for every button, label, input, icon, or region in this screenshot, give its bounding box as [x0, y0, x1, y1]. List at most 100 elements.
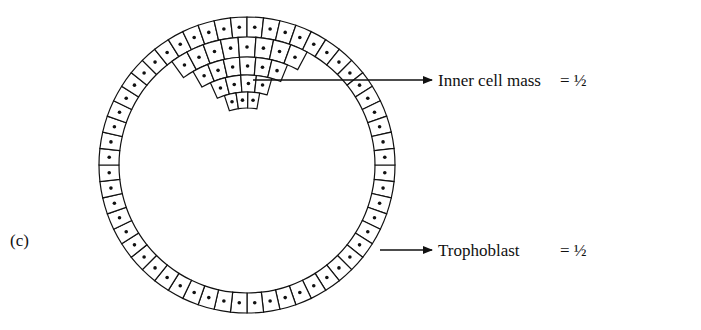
nucleus — [348, 71, 352, 75]
nucleus — [373, 216, 377, 220]
nucleus — [348, 255, 352, 259]
nucleus — [366, 230, 370, 234]
nucleus — [118, 216, 122, 220]
cell — [225, 75, 242, 94]
nucleus — [202, 74, 206, 78]
nucleus — [142, 71, 146, 75]
nucleus — [358, 243, 362, 247]
nucleus — [153, 266, 157, 270]
label-text: Inner cell mass — [438, 72, 541, 89]
nucleus — [118, 110, 122, 114]
nucleus — [107, 171, 111, 175]
nucleus — [165, 51, 169, 55]
nucleus — [232, 83, 236, 87]
cell — [238, 37, 256, 57]
label-text: (c) — [10, 232, 29, 249]
nucleus — [312, 42, 316, 46]
nucleus — [283, 31, 287, 35]
cell — [374, 148, 395, 165]
nucleus — [275, 69, 279, 73]
nucleus — [207, 296, 211, 300]
nucleus — [268, 299, 272, 303]
nucleus — [383, 171, 387, 175]
cell — [220, 37, 239, 59]
nucleus — [293, 55, 297, 59]
nucleus — [373, 110, 377, 114]
cell — [255, 75, 272, 94]
nucleus — [245, 45, 249, 49]
nucleus — [298, 36, 302, 40]
nucleus — [253, 25, 257, 29]
nucleus — [192, 291, 196, 295]
nucleus — [312, 284, 316, 288]
cell-layers — [99, 17, 395, 313]
cell — [239, 57, 255, 75]
nucleus — [230, 100, 234, 104]
nucleus — [383, 155, 387, 159]
nucleus — [219, 86, 223, 90]
nucleus — [283, 296, 287, 300]
nucleus — [253, 301, 257, 305]
nucleus — [133, 243, 137, 247]
nucleus — [142, 255, 146, 259]
nucleus — [216, 69, 220, 73]
cell — [241, 75, 257, 92]
nucleus — [261, 65, 265, 69]
nucleus — [231, 65, 235, 69]
cell — [372, 132, 394, 151]
leader-arrow — [380, 249, 432, 250]
nucleus — [237, 301, 241, 305]
nucleus — [251, 98, 255, 102]
leader-arrow — [253, 79, 432, 80]
nucleus — [246, 64, 250, 68]
cell — [248, 92, 260, 109]
nucleus — [113, 125, 117, 129]
nucleus — [183, 63, 187, 67]
nucleus — [165, 276, 169, 280]
cell — [236, 92, 248, 109]
nucleus — [381, 186, 385, 190]
label-text: Trophoblast — [438, 242, 520, 259]
cell — [214, 18, 233, 40]
nucleus — [109, 140, 113, 144]
label-text: = ½ — [560, 242, 587, 259]
nucleus — [107, 155, 111, 159]
nucleus — [262, 46, 266, 50]
nucleus — [381, 140, 385, 144]
nucleus — [197, 55, 201, 59]
nucleus — [247, 82, 251, 86]
nucleus — [325, 51, 329, 55]
nucleus — [153, 60, 157, 64]
nucleus — [222, 299, 226, 303]
nucleus — [124, 230, 128, 234]
nucleus — [109, 186, 113, 190]
label-text: = ½ — [560, 72, 587, 89]
cell — [230, 17, 247, 38]
nucleus — [337, 266, 341, 270]
nucleus — [261, 83, 265, 87]
nucleus — [358, 83, 362, 87]
cell — [261, 290, 280, 312]
nucleus — [298, 291, 302, 295]
nucleus — [178, 42, 182, 46]
nucleus — [213, 50, 217, 54]
nucleus — [178, 284, 182, 288]
nucleus — [192, 36, 196, 40]
cell — [99, 165, 120, 182]
nucleus — [133, 83, 137, 87]
nucleus — [207, 31, 211, 35]
nucleus — [113, 201, 117, 205]
cell — [100, 179, 122, 198]
nucleus — [337, 60, 341, 64]
nucleus — [241, 98, 245, 102]
nucleus — [325, 276, 329, 280]
nucleus — [124, 96, 128, 100]
nucleus — [229, 46, 233, 50]
nucleus — [378, 125, 382, 129]
nucleus — [378, 201, 382, 205]
nucleus — [278, 50, 282, 54]
nucleus — [366, 96, 370, 100]
nucleus — [237, 25, 241, 29]
